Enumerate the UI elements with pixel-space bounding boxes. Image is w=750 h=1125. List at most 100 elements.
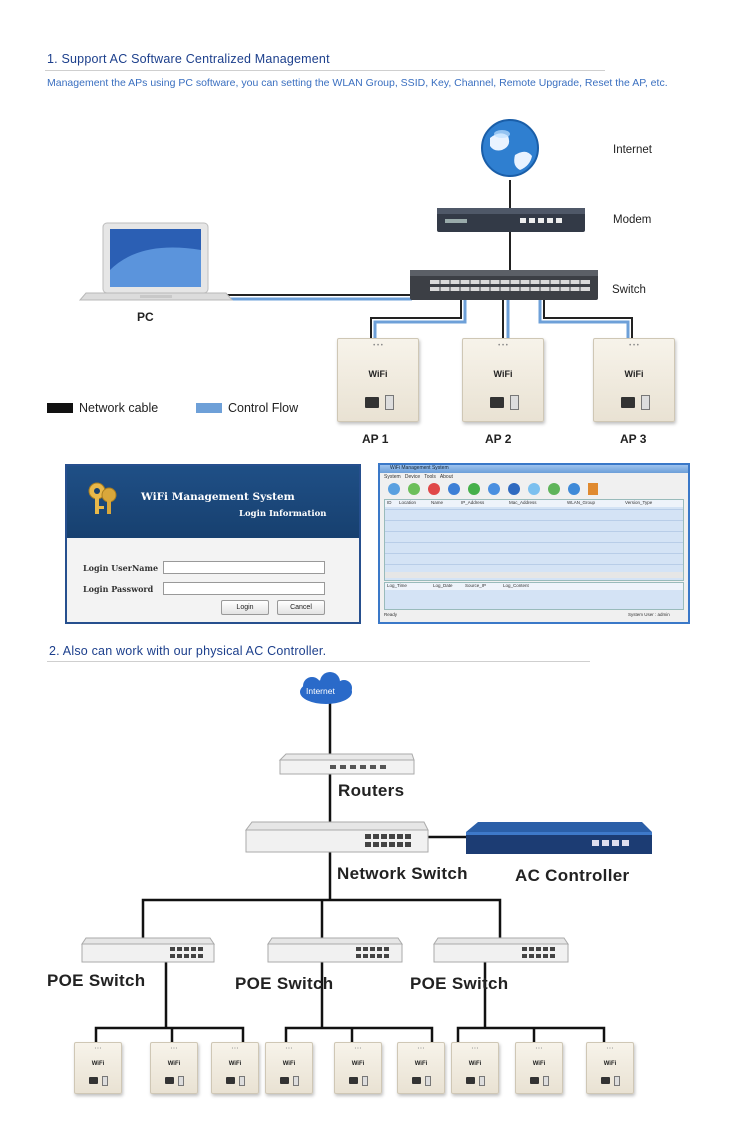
toolbar-icon <box>408 483 420 495</box>
poe-switch-label-2: POE Switch <box>235 974 334 993</box>
mgmt-menubar: System Device Tools About <box>384 474 453 480</box>
col-mac: Mac_Address <box>509 500 537 505</box>
login-button[interactable]: Login <box>221 600 269 615</box>
cloud-internet-label: Internet <box>306 686 335 696</box>
section1-subtext: Management the APs using PC software, yo… <box>47 77 668 89</box>
management-window: WiFi Management System System Device Too… <box>378 463 690 624</box>
col-location: Location <box>399 500 417 505</box>
section1-heading: 1. Support AC Software Centralized Manag… <box>47 52 330 66</box>
exit-icon <box>588 483 598 495</box>
ap-plate: • • •WiFi <box>150 1042 198 1094</box>
wifi-logo: WiFi <box>468 1061 482 1067</box>
login-window: WiFi Management System Login Information… <box>65 464 361 624</box>
username-input[interactable] <box>163 561 325 574</box>
ap-plate: • • •WiFi <box>74 1042 122 1094</box>
modem-icon <box>437 208 585 232</box>
col-log-date: Log_Date <box>433 583 453 588</box>
username-label: Login UserName <box>83 563 159 573</box>
section2-heading: 2. Also can work with our physical AC Co… <box>49 644 327 658</box>
col-log-content: Log_Content <box>503 583 529 588</box>
password-label: Login Password <box>83 584 154 594</box>
mgmt-toolbar <box>388 483 598 495</box>
col-name: Name <box>431 500 444 505</box>
ap2-plate: • • • WiFi <box>462 338 544 422</box>
network-diagram-1 <box>78 119 633 340</box>
status-right: System User : admin <box>628 612 670 617</box>
col-ip: IP_Address <box>461 500 485 505</box>
legend-flow-swatch <box>196 403 222 413</box>
wifi-logo: WiFi <box>532 1061 546 1067</box>
legend-cable-swatch <box>47 403 73 413</box>
toolbar-icon <box>468 483 480 495</box>
switch-icon <box>410 270 598 300</box>
section2-rule <box>47 661 590 662</box>
toolbar-icon <box>528 483 540 495</box>
toolbar-icon <box>448 483 460 495</box>
internet-label: Internet <box>613 144 652 156</box>
poe-switch-icon <box>267 937 403 963</box>
wifi-logo: WiFi <box>624 369 644 379</box>
table-scrollbar[interactable] <box>385 572 683 578</box>
keys-icon <box>88 482 117 514</box>
menu-system[interactable]: System <box>384 474 401 480</box>
ap-plate: • • •WiFi <box>334 1042 382 1094</box>
mgmt-titlebar: WiFi Management System <box>380 465 688 473</box>
device-table: ID Location Name IP_Address Mac_Address … <box>384 499 684 581</box>
login-title: WiFi Management System <box>141 491 295 503</box>
wifi-logo: WiFi <box>91 1061 105 1067</box>
ap-plate: • • •WiFi <box>211 1042 259 1094</box>
menu-tools[interactable]: Tools <box>424 474 436 480</box>
legend-cable-label: Network cable <box>79 401 159 415</box>
ap2-label: AP 2 <box>485 432 512 446</box>
cancel-button[interactable]: Cancel <box>277 600 325 615</box>
ac-controller-icon <box>466 822 652 854</box>
password-input[interactable] <box>163 582 325 595</box>
menu-device[interactable]: Device <box>404 474 421 480</box>
switch-label: Switch <box>612 284 646 296</box>
col-version: Version_Type <box>625 500 653 505</box>
toolbar-icon <box>508 483 520 495</box>
col-source-ip: Source_IP <box>465 583 487 588</box>
poe-switch-icon <box>433 937 569 963</box>
col-id: ID <box>387 500 392 505</box>
ap1-plate: • • • WiFi <box>337 338 419 422</box>
globe-icon <box>481 119 539 177</box>
network-diagram-2 <box>81 672 652 1042</box>
wifi-logo: WiFi <box>414 1061 428 1067</box>
laptop-icon <box>78 222 234 301</box>
login-banner: WiFi Management System Login Information <box>67 466 359 538</box>
wifi-logo: WiFi <box>493 369 513 379</box>
legend-flow-label: Control Flow <box>228 401 299 415</box>
mgmt-title: WiFi Management System <box>390 465 449 471</box>
toolbar-icon <box>548 483 560 495</box>
poe-switch-label-1: POE Switch <box>47 971 146 990</box>
ap-plate: • • •WiFi <box>515 1042 563 1094</box>
routers-label: Routers <box>338 781 405 800</box>
log-table-header: Log_Time Log_Date Source_IP Log_Content <box>385 583 683 590</box>
ap-plate: • • •WiFi <box>265 1042 313 1094</box>
poe-switch-label-3: POE Switch <box>410 974 509 993</box>
toolbar-icon <box>568 483 580 495</box>
status-left: Ready <box>384 612 398 617</box>
wifi-logo: WiFi <box>368 369 388 379</box>
ac-controller-label: AC Controller <box>515 866 630 885</box>
wifi-logo: WiFi <box>603 1061 617 1067</box>
ap3-plate: • • • WiFi <box>593 338 675 422</box>
router-icon <box>278 753 415 775</box>
toolbar-icon <box>488 483 500 495</box>
device-table-header: ID Location Name IP_Address Mac_Address … <box>385 500 683 507</box>
log-table: Log_Time Log_Date Source_IP Log_Content <box>384 582 684 610</box>
ap-plate: • • •WiFi <box>586 1042 634 1094</box>
pc-label: PC <box>137 310 154 324</box>
wifi-logo: WiFi <box>228 1061 242 1067</box>
internet-cloud-icon <box>300 672 352 704</box>
col-log-time: Log_Time <box>387 583 407 588</box>
poe-switch-icon <box>81 937 215 963</box>
network-switch-icon <box>245 821 429 853</box>
ap3-label: AP 3 <box>620 432 647 446</box>
menu-about[interactable]: About <box>439 474 453 480</box>
ap-plate: • • •WiFi <box>451 1042 499 1094</box>
network-switch-label: Network Switch <box>337 864 468 883</box>
login-subtitle: Login Information <box>239 509 327 519</box>
wifi-logo: WiFi <box>351 1061 365 1067</box>
